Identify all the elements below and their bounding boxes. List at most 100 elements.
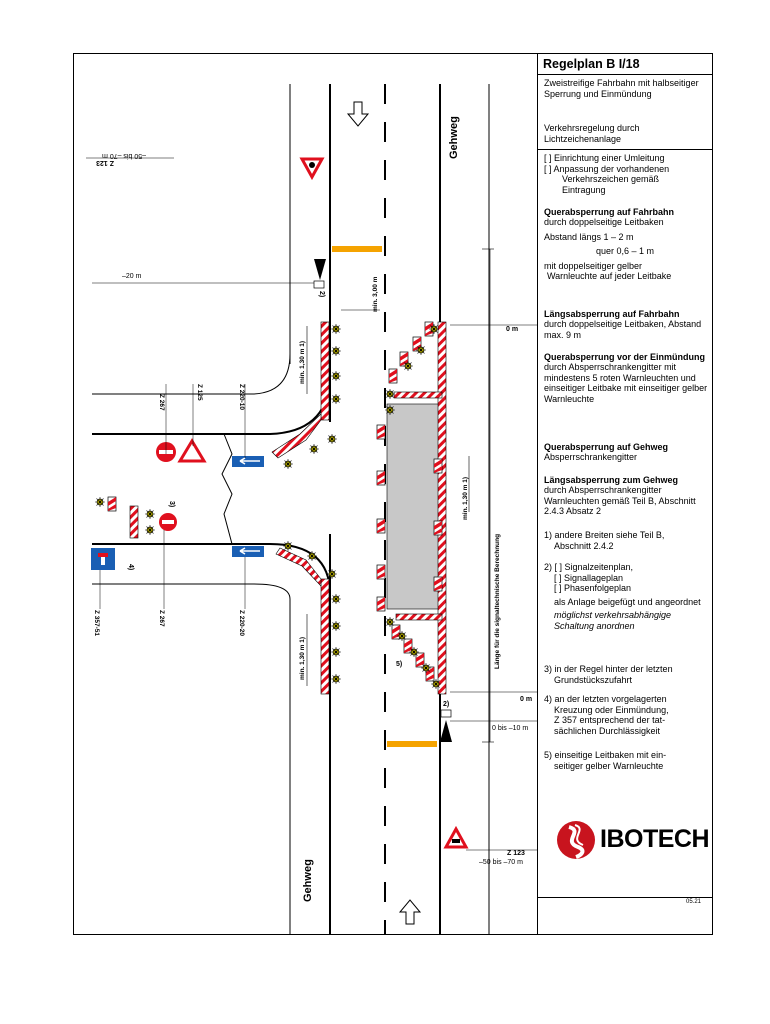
note-1-line2: Abschnitt 2.4.2 [554,540,614,551]
note-2: 2) [ ] Signalzeitenplan, [ ] Signallagep… [544,562,708,631]
sidewalk-barrier-lower-curve [275,547,322,587]
section-text2: mit doppelseitiger gelber [544,260,643,271]
abstand-laengs: Abstand längs 1 – 2 m [544,231,634,242]
note-3-line1: 3) in der Regel hinter der letzten [544,664,673,674]
checkbox-list: [ ] Einrichtung einer Umleitung [ ] Anpa… [544,153,708,195]
z220-20-label: Z 220-20 [238,610,245,636]
section-text: Absperrschrankengitter [544,452,638,462]
beacon-icon [376,424,386,440]
direction-arrow-up-icon [398,899,422,925]
side-sidewalk-upper [92,353,291,395]
gehweg-label-left: Gehweg [302,859,314,902]
z125-two-way-sign-icon [177,438,207,463]
traffic-plan-drawing: Gehweg Gehweg Z 123 –50 bis –70 m –20 m … [74,54,537,934]
traffic-light-top-icon [313,259,326,289]
checkbox-anpassung: [ ] Anpassung der vorhandenen [544,163,670,174]
plan-subtitle: Zweistreifige Fahrbahn mit halbseitiger … [544,78,699,99]
z267-no-entry-sign-lower-icon [159,513,177,531]
dist-50-70-bottom: –50 bis –70 m [479,859,523,866]
beacon-icon [376,596,386,612]
cross-barrier-bottom [395,613,443,621]
beacon-icon [376,564,386,580]
beacon-icon [403,638,413,654]
sidewalk-barrier-upper-curve [271,413,322,459]
checkbox-anpassung-line3: Eintragung [562,184,606,195]
beacon-icon [376,470,386,486]
ibotech-logo: IBOTECH [556,819,710,869]
cross-barrier-top [393,391,443,399]
divider [538,149,712,150]
min-130-right: min. 1,30 m 1) [462,477,469,520]
beacon-icon [433,576,443,592]
section-title: Längsabsperrung auf Fahrbahn [544,309,680,319]
note-2-line1: 2) [ ] Signalzeitenplan, [544,562,634,572]
checkbox-anpassung-line2: Verkehrszeichen gemäß [562,174,660,184]
note2-bottom: 2) [443,701,449,708]
section-querabsperrung-einmuendung: Querabsperrung vor der Einmündung durch … [544,352,708,404]
sidewalk-barrier-upper [320,321,330,421]
note4-label: 4) [127,564,134,570]
section-text: durch doppelseitige Leitbaken [544,217,664,227]
break-mark [221,433,233,545]
zero-m-bottom: 0 m [520,696,532,703]
section-querabsperrung-fahrbahn: Querabsperrung auf Fahrbahn durch doppel… [544,207,708,282]
longitudinal-barrier-right [437,321,447,695]
abstand-quer: quer 0,6 – 1 m [596,246,655,256]
note-1-line1: 1) andere Breiten siehe Teil B, [544,530,665,540]
section-text2-line2: Warnleuchte auf jeder Leitbake [547,271,672,281]
section-title: Querabsperrung vor der Einmündung [544,352,706,362]
z267-label-top: Z 267 [158,394,165,411]
z220-10-one-way-sign-icon [232,456,264,467]
orange-barrier-bottom [387,741,437,747]
z220-20-one-way-sign-icon [232,546,264,557]
min-130-upper: min. 1,30 m 1) [299,341,306,384]
work-area [386,403,440,610]
note5-label: 5) [396,661,402,668]
beacon-icon [388,368,398,384]
regelplan-sheet: Gehweg Gehweg Z 123 –50 bis –70 m –20 m … [73,53,713,935]
note-2-line3: [ ] Phasenfolgeplan [554,583,632,593]
section-laengsabsperrung-gehweg: Längsabsperrung zum Gehweg durch Absperr… [544,475,708,517]
min-130-lower: min. 1,30 m 1) [299,637,306,680]
laenge-label: Länge für die signaltechnische Berechnun… [494,534,501,669]
beacon-icon [433,520,443,536]
note2-top: 2) [318,291,325,297]
note-1: 1) andere Breiten siehe Teil B, Abschnit… [544,530,708,551]
dist-0-10: 0 bis –10 m [492,725,528,732]
note-2-line2: [ ] Signallageplan [554,572,624,583]
legend-panel: Regelplan B I/18 Zweistreifige Fahrbahn … [537,54,712,934]
z357-51-label: Z 357-51 [93,610,100,636]
plan-canvas: Gehweg Gehweg Z 123 –50 bis –70 m –20 m … [86,84,537,934]
ibotech-logo-text: IBOTECH [600,825,710,853]
note-4-line4: sächlichen Durchlässigkeit [554,725,661,736]
min-3m-label: min. 3,00 m [372,276,379,312]
date-label: 05.21 [686,899,702,905]
regulation-text: Verkehrsregelung durch Lichtzeichenanlag… [544,123,640,144]
dist-minus-20: –20 m [122,273,142,280]
gehweg-label-right: Gehweg [448,116,460,159]
section-title: Längsabsperrung zum Gehweg [544,475,679,485]
section-title: Querabsperrung auf Gehweg [544,442,669,452]
section-querabsperrung-gehweg: Querabsperrung auf Gehweg Absperrschrank… [544,442,708,463]
side-road-upper-curve [92,373,331,435]
note-4: 4) an der letzten vorgelagerten Kreuzung… [544,694,708,736]
z123-label-bottom: Z 123 [507,850,525,857]
traffic-light-bottom-icon [440,709,452,742]
orange-barrier-top [332,246,382,252]
z267-label-bottom: Z 267 [158,610,165,627]
note-4-line1: 4) an der letzten vorgelagerten [544,694,667,704]
section-text: durch doppelseitige Leitbaken, Abstand m… [544,319,702,340]
note-3-line2: Grundstückszufahrt [554,674,633,685]
checkbox-umleitung: [ ] Einrichtung einer Umleitung [544,153,665,163]
z123-warning-sign-icon [299,157,325,181]
note3-label: 3) [168,501,175,507]
note-2-line4: als Anlage beigefügt und angeordnet [554,596,701,607]
note-5-line1: 5) einseitige Leitbaken mit ein- [544,750,667,760]
zero-m-top: 0 m [506,326,518,333]
note-4-line2: Kreuzung oder Einmündung, [554,704,669,715]
z125-label: Z 125 [196,384,203,401]
z123-warning-sign-bottom-icon [443,825,469,849]
beacon-icon [376,518,386,534]
plan-title: Regelplan B I/18 [543,57,640,71]
sidewalk-barrier-lower [320,578,330,695]
